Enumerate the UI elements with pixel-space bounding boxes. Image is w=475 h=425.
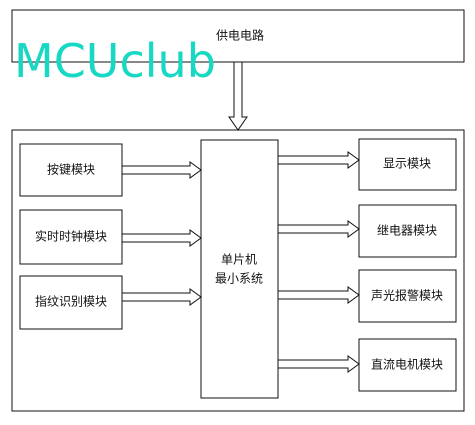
input-box-rtc — [19, 209, 123, 265]
output-box-alarm — [358, 269, 457, 323]
arrow-fingerprint-to-controller — [121, 288, 202, 306]
arrow-controller-to-dc-motor — [277, 355, 360, 373]
arrow-controller-to-alarm — [277, 286, 360, 304]
output-box-display — [358, 138, 457, 191]
controller-label-line2: 最小系统 — [215, 272, 263, 286]
output-label-display: 显示模块 — [383, 157, 431, 171]
output-label-relay: 继电器模块 — [377, 224, 437, 238]
output-label-alarm: 声光报警模块 — [371, 288, 443, 303]
arrow-controller-to-relay — [277, 220, 360, 238]
output-box-relay — [358, 204, 457, 258]
input-box-fingerprint — [19, 275, 123, 330]
input-label-rtc: 实时时钟模块 — [35, 229, 107, 244]
input-label-fingerprint: 指纹识别模块 — [35, 294, 107, 309]
controller-label-line1: 单片机 — [221, 253, 257, 267]
power-supply-box — [11, 9, 465, 63]
output-box-dc-motor — [358, 338, 457, 392]
output-label-dc-motor: 直流电机模块 — [371, 358, 443, 372]
power-down-arrow — [228, 61, 248, 131]
input-label-keypad: 按键模块 — [47, 163, 95, 177]
controller-box — [200, 139, 279, 399]
input-box-keypad — [19, 143, 123, 197]
power-supply-label: 供电电路 — [216, 28, 264, 43]
watermark-logo: MCUclub — [14, 34, 216, 88]
arrow-controller-to-display — [277, 151, 360, 169]
arrow-rtc-to-controller — [121, 229, 202, 247]
arrow-keypad-to-controller — [121, 161, 202, 179]
